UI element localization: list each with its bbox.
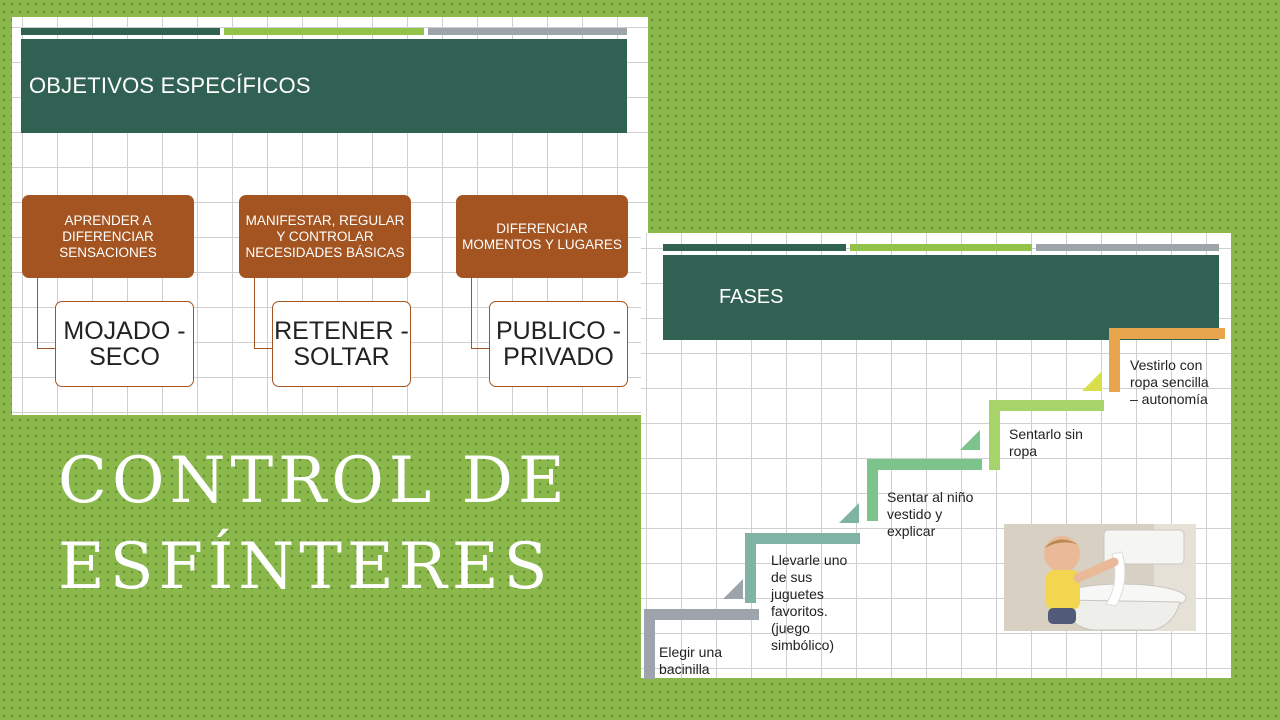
objective-detail-2: RETENER - SOLTAR: [272, 301, 411, 387]
objective-connector-2: [254, 278, 272, 349]
slide2-heading: FASES: [719, 286, 784, 308]
objective-box-2: MANIFESTAR, REGULAR Y CONTROLAR NECESIDA…: [239, 195, 411, 278]
slide2-top-bars: [663, 244, 1220, 251]
top-bar-green: [224, 28, 424, 35]
objective-detail-1: MOJADO - SECO: [55, 301, 194, 387]
child-toilet-photo: [1004, 524, 1196, 631]
top-bar-green: [849, 244, 1033, 251]
phase-step-5: [1109, 328, 1225, 339]
phase-label-1: Elegir una bacinilla: [659, 644, 723, 677]
phase-riser-3: [867, 459, 878, 521]
phase-arrow-1: [723, 579, 743, 599]
slide-fases: FASES Elegir una bacinilla Llevarle uno …: [641, 233, 1231, 679]
phase-label-3: Sentar al niño vestido y explicar: [887, 489, 974, 539]
slide2-header: FASES: [663, 255, 1219, 340]
phase-step-1: [644, 609, 759, 620]
objective-box-1: APRENDER A DIFERENCIAR SENSACIONES: [22, 195, 194, 278]
phase-label-4: Sentarlo sin ropa: [1009, 426, 1083, 459]
phase-arrow-4: [1082, 371, 1102, 391]
phase-arrow-3: [960, 430, 980, 450]
slide1-header: OBJETIVOS ESPECÍFICOS: [21, 39, 627, 133]
top-bar-gray: [427, 28, 627, 35]
phase-step-4: [989, 400, 1104, 411]
phase-step-3: [867, 459, 982, 470]
phase-step-2: [745, 533, 860, 544]
phase-label-5: Vestirlo con ropa sencilla – autonomía: [1130, 357, 1209, 407]
child-toilet-illustration: [1004, 524, 1196, 631]
objective-box-3: DIFERENCIAR MOMENTOS Y LUGARES: [456, 195, 628, 278]
top-bar-gray: [1036, 244, 1220, 251]
top-bar-dark: [663, 244, 846, 251]
objective-connector-1: [37, 278, 55, 349]
objective-connector-3: [471, 278, 489, 349]
slide1-heading: OBJETIVOS ESPECÍFICOS: [29, 73, 311, 98]
phase-riser-5: [1109, 328, 1120, 392]
main-title: CONTROL DE ESFÍNTERES: [58, 444, 570, 604]
phase-riser-4: [989, 400, 1000, 470]
slide1-top-bars: [21, 28, 627, 35]
objective-detail-3: PUBLICO - PRIVADO: [489, 301, 628, 387]
phase-label-2: Llevarle uno de sus juguetes favoritos. …: [771, 552, 848, 653]
slide-objetivos: OBJETIVOS ESPECÍFICOS APRENDER A DIFEREN…: [12, 17, 648, 415]
top-bar-dark: [21, 28, 221, 35]
phase-riser-2: [745, 533, 756, 603]
phase-riser-1: [644, 609, 655, 679]
phase-arrow-2: [839, 503, 859, 523]
